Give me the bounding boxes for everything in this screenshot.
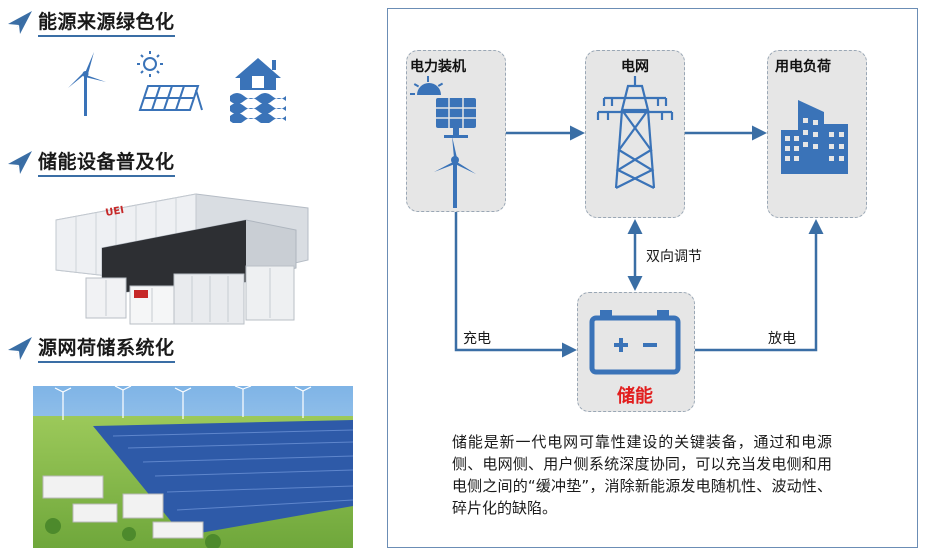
diagram-panel [387,8,918,548]
section-storage-popularization: 储能设备普及化 [6,146,175,178]
paper-plane-icon [8,151,32,174]
battery-icon [589,310,681,375]
green-energy-icons [68,51,286,123]
node-power-generation-label: 电力装机 [410,59,466,75]
section-title: 源网荷储系统化 [38,333,175,363]
paper-plane-icon [8,11,32,34]
sun-icon [410,76,444,95]
wind-turbine-icon [434,136,476,208]
storage-logo: UEI [105,205,125,219]
node-grid-label: 电网 [621,59,649,75]
transmission-tower-icon [596,76,674,189]
edge-label-discharge: 放电 [768,331,796,347]
paper-plane-icon [8,337,32,360]
edge-label-charge: 充电 [463,331,491,347]
node-storage-label: 储能 [617,386,653,407]
hydro-power-icon [230,58,286,123]
node-storage [577,292,695,412]
section-green-energy: 能源来源绿色化 [6,6,175,38]
arrow-discharge [695,219,824,352]
section-title: 能源来源绿色化 [38,7,175,37]
node-load-label: 用电负荷 [775,59,831,75]
building-icon [781,100,848,174]
edge-label-bidirectional: 双向调节 [646,249,702,265]
arrow-charge [454,212,577,358]
solar-panel-icon [436,98,476,138]
section-source-grid-load-storage: 源网荷储系统化 [6,332,175,364]
description-text: 储能是新一代电网可靠性建设的关键装备，通过和电源侧、电网侧、用户侧系统深度协同，… [452,433,832,517]
renewable-park-image [33,386,353,548]
section-title: 储能设备普及化 [38,147,175,177]
wind-turbine-icon [68,52,106,116]
solar-panel-icon [137,51,203,111]
storage-equipment-image: UEI [55,193,309,325]
